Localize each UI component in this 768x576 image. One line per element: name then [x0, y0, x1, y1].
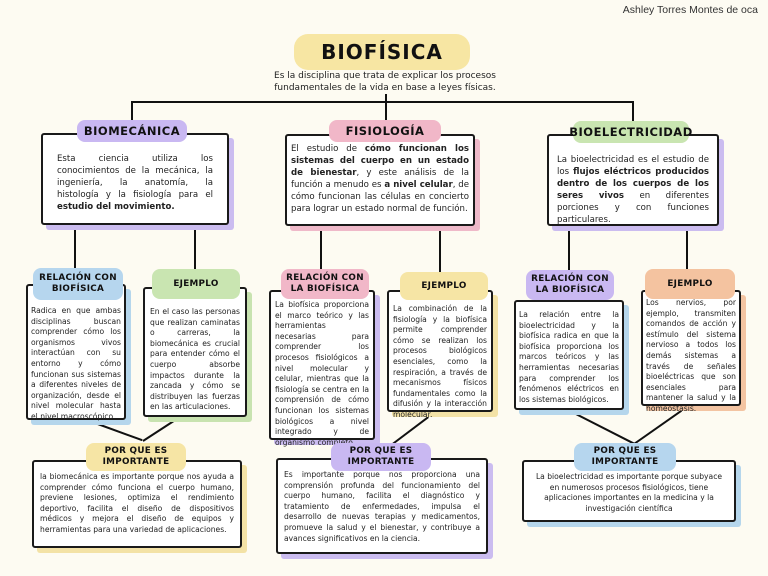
connector-bioe-example — [686, 228, 688, 270]
fisiologia-heading: FISIOLOGÍA — [329, 120, 441, 142]
bioelectricidad-relation-label: RELACIÓN CON LA BIOFÍSICA — [526, 270, 614, 300]
connector-fis-example — [439, 226, 441, 272]
biomecanica-importance-text: la biomecánica es importante porque nos … — [40, 472, 234, 534]
bioelectricidad-example-label: EJEMPLO — [645, 269, 735, 299]
connector-left — [131, 101, 133, 121]
fisiologia-description-card: El estudio de cómo funcionan los sistema… — [285, 134, 475, 226]
fisiologia-example-text: La combinación de la fisiología y la bio… — [393, 304, 487, 419]
bioelectricidad-importance-text: La bioelectricidad es importante porque … — [535, 472, 723, 513]
biomecanica-description-bold: estudio del movimiento. — [57, 202, 175, 212]
fisiologia-importance-label: POR QUE ES IMPORTANTE — [331, 443, 431, 471]
bioelectricidad-example-card: Los nervios, por ejemplo, transmiten com… — [641, 290, 741, 413]
bioelectricidad-relation-text: La relación entre la bioelectricidad y l… — [519, 310, 619, 404]
biomecanica-importance-card: la biomecánica es importante porque nos … — [32, 460, 242, 548]
biomecanica-description-part: Esta ciencia utiliza los conocimientos d… — [57, 154, 213, 200]
biomecanica-description-card: Esta ciencia utiliza los conocimientos d… — [41, 133, 229, 225]
fisiologia-description-bold: a nivel celular — [384, 180, 453, 190]
author-name: Ashley Torres Montes de oca — [622, 4, 758, 16]
bioelectricidad-relation-card: La relación entre la bioelectricidad y l… — [514, 300, 624, 410]
fisiologia-importance-text: Es importante porque nos proporciona una… — [284, 470, 480, 543]
connector-bioe-relation — [568, 228, 570, 270]
fisiologia-relation-label: RELACIÓN CON LA BIOFÍSICA — [281, 269, 369, 299]
fisiologia-example-label: EJEMPLO — [400, 272, 488, 300]
connector-bio-example — [194, 224, 196, 270]
fisiologia-description-part: , y este análisis de la función a menudo… — [291, 168, 470, 190]
biomecanica-example-label: EJEMPLO — [152, 269, 240, 299]
fisiologia-description-bold: cómo funcionan los sistemas del cuerpo e… — [291, 144, 469, 178]
connector-right — [632, 101, 634, 123]
biomecanica-example-text: En el caso las personas que realizan cam… — [150, 307, 240, 412]
connector-horizontal — [131, 101, 634, 103]
connector-center — [385, 101, 387, 121]
intro-text: Es la disciplina que trata de explicar l… — [274, 71, 496, 93]
connector-trunk — [385, 94, 387, 102]
connector-bio-imp-right — [142, 412, 186, 442]
bioelectricidad-description-part: La bioelectricidad es el estudio de los — [557, 155, 709, 177]
bioelectricidad-description-bold: flujos eléctricos producidos dentro de l… — [557, 167, 710, 201]
fisiologia-description-part: , de cómo funcionan las células en conci… — [291, 180, 469, 214]
bioelectricidad-importance-label: POR QUE ES IMPORTANTE — [574, 443, 676, 471]
connector-bio-relation — [74, 224, 76, 270]
connector-fis-relation — [320, 226, 322, 270]
bioelectricidad-heading: BIOELECTRICIDAD — [569, 121, 692, 143]
fisiologia-relation-text: La biofísica proporciona el marco teóric… — [275, 300, 369, 447]
biomecanica-relation-card: Radica en que ambas disciplinas buscan c… — [26, 284, 126, 421]
fisiologia-relation-card: La biofísica proporciona el marco teóric… — [269, 290, 375, 447]
page-title: BIOFÍSICA — [294, 34, 470, 70]
biomecanica-importance-label: POR QUE ES IMPORTANTE — [86, 443, 186, 471]
biomecanica-example-card: En el caso las personas que realizan cam… — [143, 287, 247, 417]
biomecanica-heading: BIOMECÁNICA — [77, 120, 187, 142]
fisiologia-description-part: El estudio de — [291, 144, 365, 154]
biomecanica-relation-label: RELACIÓN CON BIOFÍSICA — [33, 268, 123, 300]
connector-bioe-imp-left — [569, 410, 635, 445]
bioelectricidad-description-card: La bioelectricidad es el estudio de los … — [547, 134, 719, 226]
connector-bioe-imp-right — [633, 409, 683, 445]
biomecanica-relation-text: Radica en que ambas disciplinas buscan c… — [31, 306, 121, 421]
bioelectricidad-example-text: Los nervios, por ejemplo, transmiten com… — [646, 298, 736, 413]
fisiologia-example-card: La combinación de la fisiología y la bio… — [387, 290, 493, 419]
bioelectricidad-description-part: en diferentes porciones y con funciones … — [557, 191, 709, 225]
fisiologia-importance-card: Es importante porque nos proporciona una… — [276, 458, 488, 554]
